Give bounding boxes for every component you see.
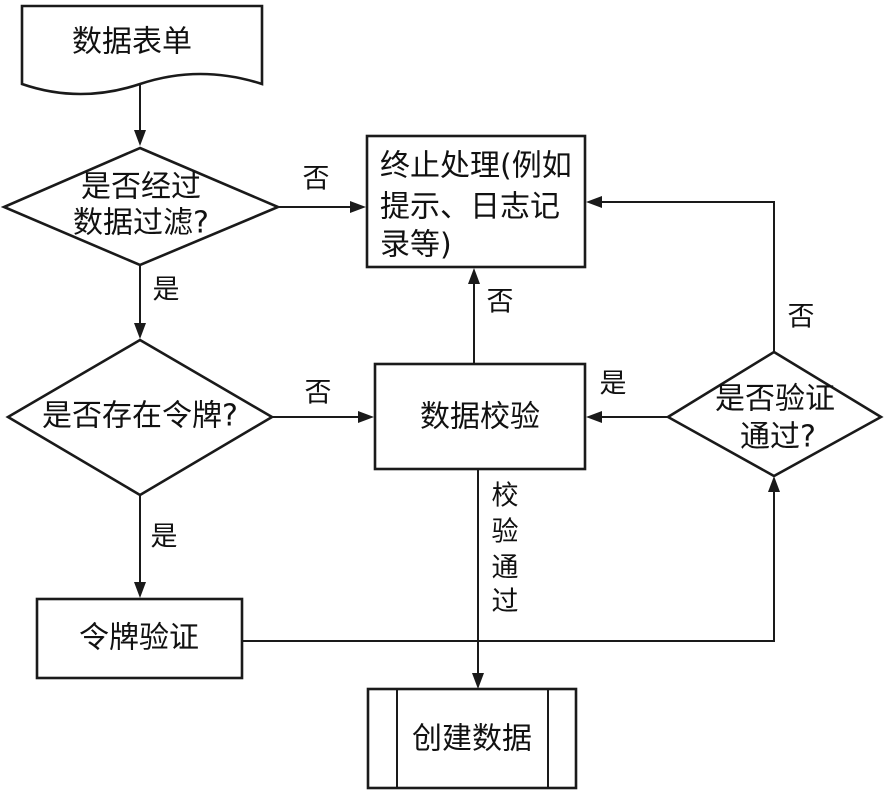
edge-labels: 否 是 否 是 否 校 验 通 过 是 否 <box>151 164 815 618</box>
node-token-verification: 令牌验证 <box>35 597 244 680</box>
edge-label-validate-pass: 过 <box>492 587 519 618</box>
node-label: 数据校验 <box>420 400 540 435</box>
edge-label-verify-yes: 是 <box>600 369 627 400</box>
edge-label-filter-no: 否 <box>303 164 330 195</box>
node-create-data: 创建数据 <box>366 687 578 790</box>
arrowhead <box>134 130 146 146</box>
arrowhead <box>468 268 480 284</box>
process-shape <box>373 362 587 471</box>
node-data-form: 数据表单 <box>20 4 264 96</box>
node-label: 令牌验证 <box>79 621 199 656</box>
arrowhead <box>586 411 602 423</box>
node-label: 终止处理(例如 <box>380 149 572 184</box>
node-label: 数据表单 <box>72 25 192 60</box>
edge-label-validate-pass: 通 <box>492 553 519 584</box>
arrowhead <box>134 582 146 598</box>
edge-label-validate-pass: 校 <box>492 481 519 512</box>
arrowhead <box>350 201 366 213</box>
node-terminate: 终止处理(例如 提示、日志记 录等) <box>365 134 587 269</box>
node-label: 数据过滤? <box>73 206 209 241</box>
edge-label-token-yes: 是 <box>151 522 178 553</box>
edge-verify-no <box>600 201 775 352</box>
predefined-process-shape <box>366 687 578 790</box>
node-verify-decision: 是否验证 通过? <box>665 350 884 478</box>
edge-token-verify-to-verify <box>243 490 775 642</box>
decision-shape <box>5 338 275 497</box>
connectors <box>134 80 780 689</box>
edge-label-validate-pass: 验 <box>492 517 519 548</box>
node-label: 是否经过 <box>81 170 201 205</box>
node-label: 是否存在令牌? <box>42 399 238 434</box>
edge-label-validate-no: 否 <box>487 287 514 318</box>
node-filter-decision: 是否经过 数据过滤? <box>0 146 282 267</box>
node-label: 创建数据 <box>412 722 532 757</box>
arrowhead <box>586 196 602 208</box>
decision-shape <box>665 350 884 478</box>
node-data-validation: 数据校验 <box>373 362 587 471</box>
arrowhead <box>472 673 484 689</box>
document-shape <box>20 4 264 96</box>
arrowhead <box>134 323 146 339</box>
edge-label-token-no: 否 <box>305 378 332 409</box>
decision-shape <box>0 146 282 267</box>
node-label: 通过? <box>740 420 816 455</box>
node-token-decision: 是否存在令牌? <box>5 338 275 497</box>
process-shape <box>365 134 587 269</box>
arrowhead <box>768 476 780 492</box>
process-shape <box>35 597 244 680</box>
node-label: 录等) <box>380 228 452 263</box>
edge-label-filter-yes: 是 <box>153 275 180 306</box>
node-label: 提示、日志记 <box>380 190 560 225</box>
arrowhead <box>358 411 374 423</box>
node-label: 是否验证 <box>715 382 835 417</box>
edge-label-verify-no: 否 <box>788 302 815 333</box>
